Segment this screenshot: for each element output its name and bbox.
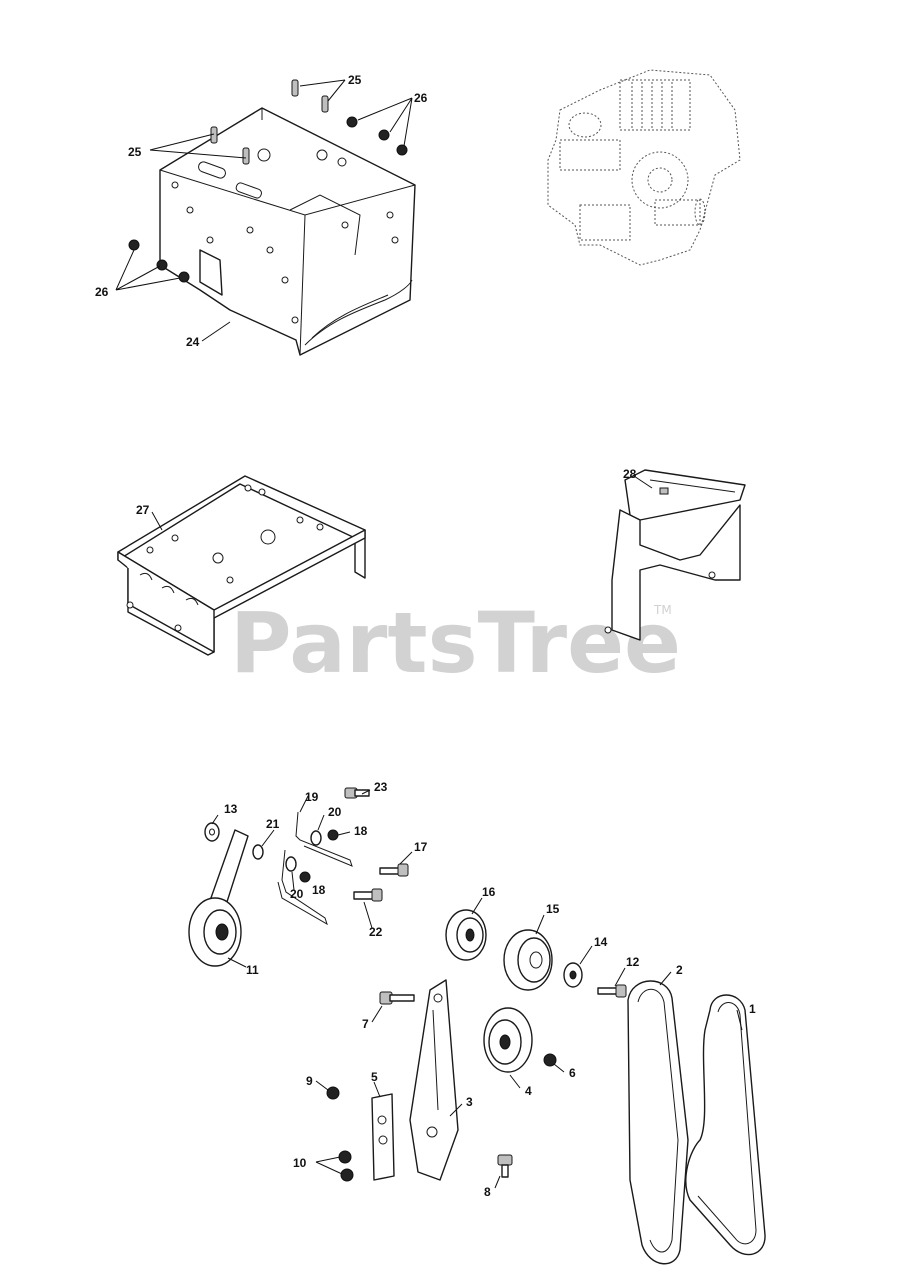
callout-7[interactable]: 7 — [362, 1017, 369, 1031]
bracket-5[interactable] — [371, 1093, 395, 1181]
callout-6[interactable]: 6 — [569, 1066, 576, 1080]
callout-23[interactable]: 23 — [374, 780, 388, 794]
idler-arm-3[interactable] — [409, 979, 459, 1181]
callout-17[interactable]: 17 — [414, 840, 428, 854]
watermark: PartsTree TM — [230, 594, 681, 692]
callout-12[interactable]: 12 — [626, 955, 640, 969]
callout-20b[interactable]: 20 — [290, 887, 304, 901]
callout-9[interactable]: 9 — [306, 1074, 313, 1088]
nut-10[interactable] — [338, 1150, 354, 1182]
bolt-26[interactable] — [128, 116, 408, 283]
callout-25[interactable]: 25 — [348, 73, 362, 87]
callout-4[interactable]: 4 — [525, 1084, 532, 1098]
callout-24[interactable]: 24 — [186, 335, 200, 349]
callout-16[interactable]: 16 — [482, 885, 496, 899]
callout-25b[interactable]: 25 — [128, 145, 142, 159]
callout-15[interactable]: 15 — [546, 902, 560, 916]
callout-26[interactable]: 26 — [414, 91, 428, 105]
callout-8[interactable]: 8 — [484, 1185, 491, 1199]
watermark-text: PartsTree — [230, 594, 681, 692]
bolt-8[interactable] — [497, 1154, 513, 1178]
callout-11[interactable]: 11 — [246, 963, 259, 977]
callout-2[interactable]: 2 — [676, 963, 683, 977]
callout-19[interactable]: 19 — [305, 790, 319, 804]
leader-lines — [115, 79, 743, 1189]
bolt-7[interactable] — [379, 991, 415, 1005]
pulley-15[interactable] — [503, 929, 553, 991]
frame-housing[interactable] — [159, 107, 416, 356]
washer-21[interactable] — [252, 844, 264, 860]
watermark-trademark: TM — [653, 603, 672, 617]
callout-14[interactable]: 14 — [594, 935, 608, 949]
callout-18[interactable]: 18 — [354, 824, 368, 838]
shield-bracket[interactable] — [604, 469, 746, 641]
callout-20[interactable]: 20 — [328, 805, 342, 819]
callout-27[interactable]: 27 — [136, 503, 150, 517]
washer-20[interactable] — [285, 830, 322, 872]
idler-bracket-11[interactable] — [188, 829, 249, 967]
callouts: 25 26 25 26 24 27 28 1 2 3 4 5 6 7 8 9 1… — [95, 73, 756, 1199]
drive-belt-1[interactable] — [685, 994, 766, 1256]
mounting-plate[interactable] — [117, 475, 366, 656]
bolt-12[interactable] — [597, 984, 627, 998]
rod-19[interactable] — [277, 811, 353, 926]
callout-13[interactable]: 13 — [224, 802, 238, 816]
washer-13[interactable] — [204, 822, 220, 842]
callout-18b[interactable]: 18 — [312, 883, 326, 897]
fitting-25[interactable] — [210, 79, 329, 165]
nut-6[interactable] — [543, 1053, 557, 1067]
callout-21[interactable]: 21 — [266, 817, 280, 831]
callout-26b[interactable]: 26 — [95, 285, 109, 299]
drive-belt-2[interactable] — [627, 980, 689, 1265]
callout-22[interactable]: 22 — [369, 925, 383, 939]
callout-3[interactable]: 3 — [466, 1095, 473, 1109]
bolt-23[interactable] — [344, 787, 370, 799]
callout-28[interactable]: 28 — [623, 467, 637, 481]
nut-9[interactable] — [326, 1086, 340, 1100]
bolt-17[interactable] — [379, 863, 409, 877]
bolt-22[interactable] — [353, 888, 383, 902]
callout-5[interactable]: 5 — [371, 1070, 378, 1084]
pulley-16[interactable] — [445, 909, 487, 961]
idler-pulley-4[interactable] — [483, 1007, 533, 1073]
callout-10[interactable]: 10 — [293, 1156, 307, 1170]
callout-1[interactable]: 1 — [749, 1002, 756, 1016]
engine-reference — [547, 69, 741, 266]
spacer-14[interactable] — [563, 962, 583, 988]
